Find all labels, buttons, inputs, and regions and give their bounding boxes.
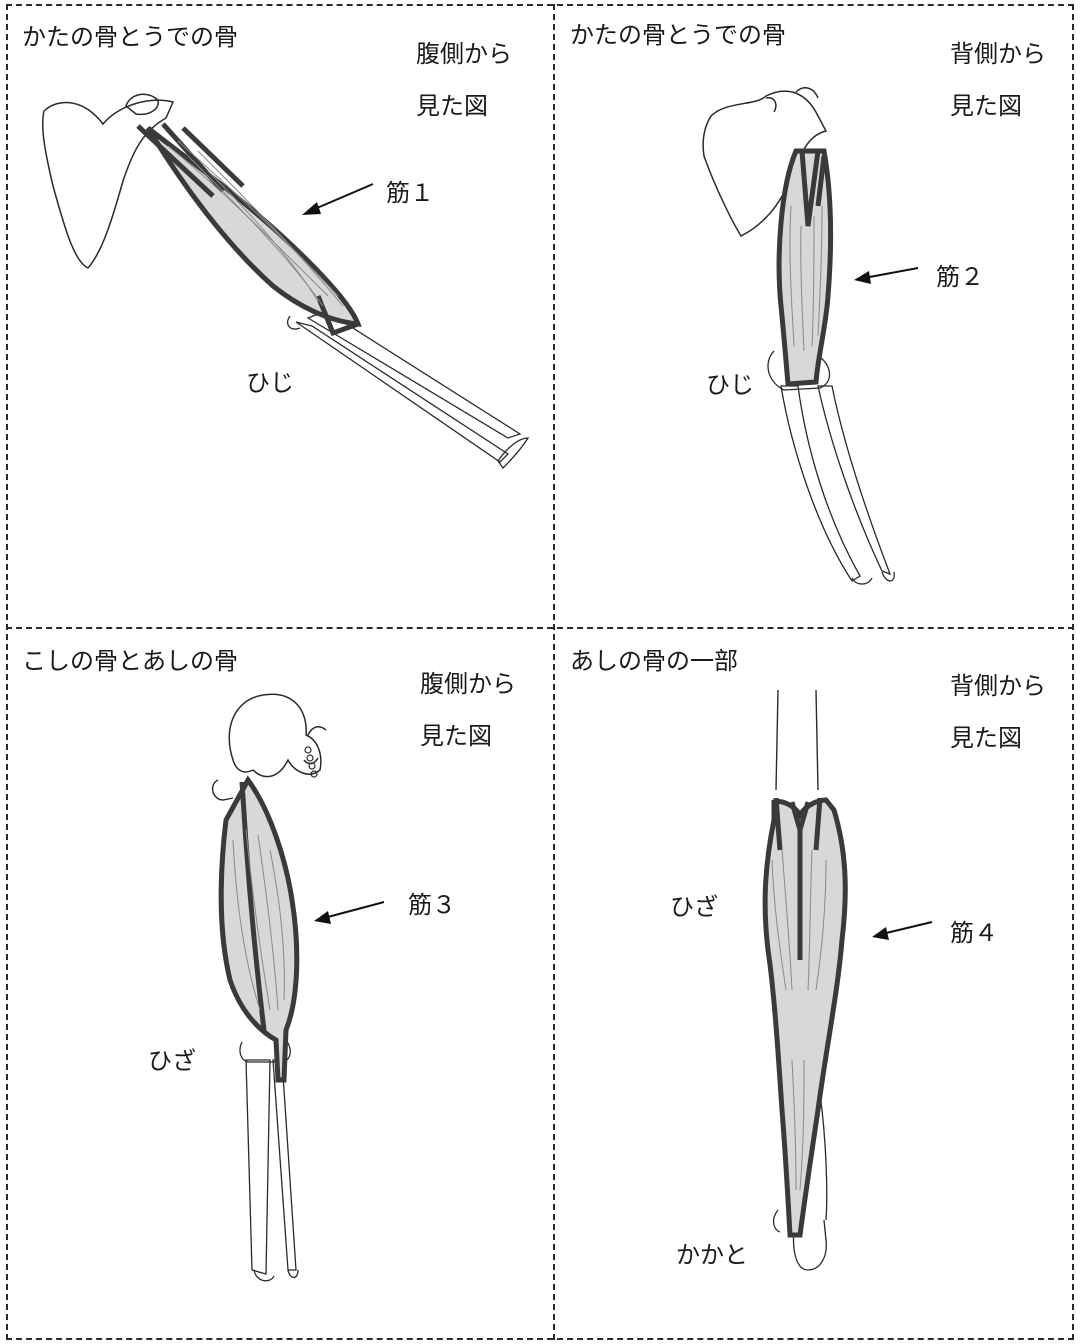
panel-1-title: かたの骨とうでの骨 (22, 22, 238, 52)
panel-2-view-line-2: 見た図 (950, 80, 1046, 132)
ulna-outline (296, 322, 508, 462)
arrow-head-4 (872, 927, 889, 940)
panel-arm-front: かたの骨とうでの骨 腹側から 見た図 筋１ ひじ (8, 6, 552, 626)
panel-4-view-line-1: 背側から (950, 660, 1046, 712)
panel-2-view-line-1: 背側から (950, 28, 1046, 80)
elbow-label-1: ひじ (246, 368, 294, 398)
muscle-1-label: 筋１ (386, 178, 434, 208)
arrow-head-2 (854, 271, 871, 284)
femur-head-outline (213, 780, 233, 800)
radius-back-outline (818, 386, 890, 574)
vertical-divider (553, 4, 555, 1340)
ulna-back-outline (781, 386, 860, 581)
arrow-to-muscle-1 (310, 184, 373, 211)
panel-arm-back: かたの骨とうでの骨 背側から 見た図 筋２ ひじ (556, 6, 1072, 626)
knee-label-3: ひざ (148, 1046, 196, 1076)
arrow-to-muscle-3 (324, 902, 384, 918)
fibula-outline (273, 1060, 296, 1270)
panel-3-view-line-1: 腹側から (420, 658, 516, 710)
panel-calf-back: あしの骨の一部 背側から 見た図 筋４ ひざ かかと (556, 630, 1072, 1338)
panel-3-view: 腹側から 見た図 (420, 658, 516, 762)
pelvis-outline (229, 694, 321, 776)
femur-back-outline (776, 690, 818, 790)
wrist-outline (498, 438, 528, 468)
arrow-head-3 (314, 911, 331, 924)
panel-2-title: かたの骨とうでの骨 (570, 20, 786, 50)
arrow-to-muscle-4 (882, 922, 932, 934)
panel-4-view-line-2: 見た図 (950, 712, 1046, 764)
heel-label: かかと (676, 1240, 748, 1270)
coracoid-outline (126, 94, 158, 114)
tibia-outline (246, 1060, 270, 1274)
muscle-4-belly (765, 800, 845, 1235)
elbow-label-2: ひじ (706, 370, 754, 400)
panel-1-view: 腹側から 見た図 (416, 28, 512, 132)
arrow-to-muscle-2 (864, 268, 918, 278)
panel-4-view: 背側から 見た図 (950, 660, 1046, 764)
panel-3-view-line-2: 見た図 (420, 710, 516, 762)
scapula-outline (43, 100, 173, 268)
muscle-3-belly (221, 780, 297, 1080)
panel-2-view: 背側から 見た図 (950, 28, 1046, 132)
horizontal-divider (6, 627, 1074, 629)
panel-1-view-line-2: 見た図 (416, 80, 512, 132)
panel-3-title: こしの骨とあしの骨 (22, 646, 238, 676)
panel-4-title: あしの骨の一部 (570, 646, 738, 676)
muscle-3-label: 筋３ (408, 890, 456, 920)
arrow-head-1 (302, 202, 321, 215)
panel-1-view-line-1: 腹側から (416, 28, 512, 80)
ankle-outline (254, 1270, 298, 1281)
muscle-2-label: 筋２ (936, 262, 984, 292)
muscle-4-label: 筋４ (950, 918, 998, 948)
knee-label-4: ひざ (670, 892, 718, 922)
panel-leg-front: こしの骨とあしの骨 腹側から 見た図 筋３ ひざ (8, 630, 552, 1338)
